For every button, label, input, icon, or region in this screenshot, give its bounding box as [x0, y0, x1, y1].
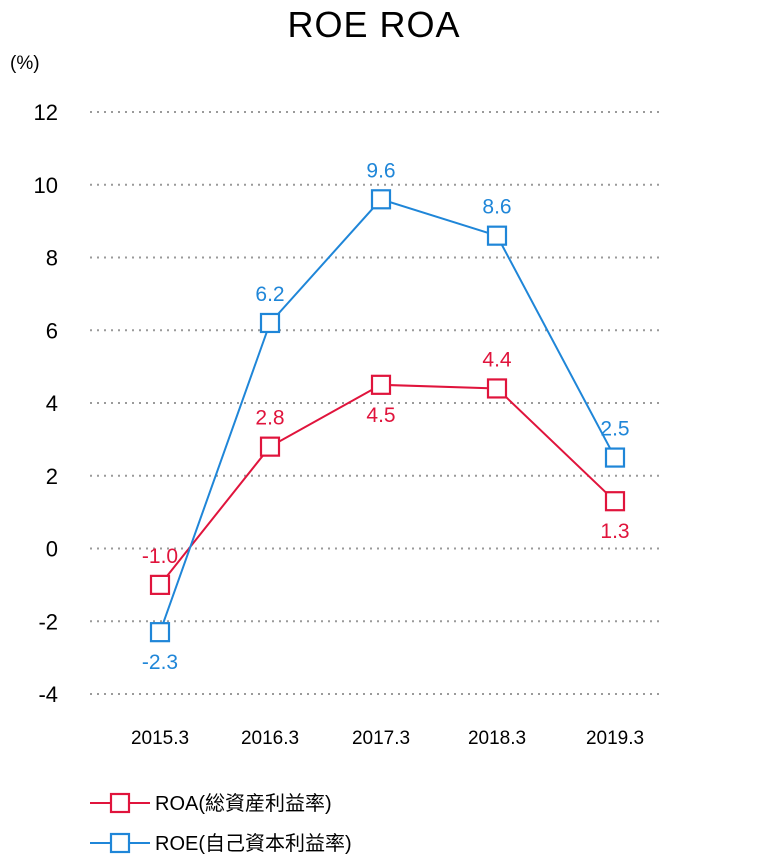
data-point — [370, 374, 392, 395]
legend-item-roe: ROE(自己資本利益率) — [90, 832, 352, 855]
data-point — [149, 574, 171, 595]
y-tick-label: -2 — [38, 609, 58, 634]
series-layer: -1.0 2.8 4.5 4.4 1.3 -2.3 6.2 9.6 8.6 2.5 — [142, 159, 630, 674]
data-label: 2.5 — [600, 418, 629, 441]
data-label: 4.4 — [482, 348, 512, 371]
chart-title: ROE ROA — [287, 4, 460, 45]
series-roe: -2.3 6.2 9.6 8.6 2.5 — [142, 159, 630, 674]
data-label: -2.3 — [142, 651, 178, 674]
x-tick-label: 2019.3 — [586, 728, 644, 749]
x-tick-label: 2017.3 — [352, 728, 410, 749]
data-point — [149, 622, 171, 643]
legend-marker — [109, 792, 131, 814]
y-tick-label: 0 — [46, 537, 58, 562]
data-label: 6.2 — [255, 283, 284, 306]
data-point — [486, 225, 508, 246]
y-unit-label: (%) — [10, 53, 40, 74]
y-tick-label: 6 — [46, 318, 58, 343]
data-label: 4.5 — [366, 404, 395, 427]
data-point — [370, 189, 392, 210]
x-tick-label: 2018.3 — [468, 728, 526, 749]
x-axis-ticks: 2015.3 2016.3 2017.3 2018.3 2019.3 — [131, 728, 644, 749]
y-tick-label: 2 — [46, 464, 58, 489]
data-point — [604, 447, 626, 468]
data-point — [604, 491, 626, 512]
y-tick-label: 4 — [46, 391, 58, 416]
data-label: 1.3 — [600, 520, 629, 543]
y-tick-label: -4 — [38, 682, 58, 707]
y-axis-ticks: 12 10 8 6 4 2 0 -2 -4 — [34, 100, 58, 707]
data-label: 9.6 — [366, 159, 395, 182]
y-tick-label: 10 — [34, 173, 58, 198]
data-point — [259, 312, 281, 334]
x-tick-label: 2015.3 — [131, 728, 189, 749]
y-tick-label: 8 — [46, 246, 58, 271]
data-label: 8.6 — [482, 196, 511, 219]
data-label: 2.8 — [255, 407, 284, 430]
data-point — [259, 436, 281, 457]
legend: ROA(総資産利益率) ROE(自己資本利益率) — [90, 792, 352, 855]
data-label: -1.0 — [142, 545, 178, 568]
x-tick-label: 2016.3 — [241, 728, 299, 749]
legend-label: ROA(総資産利益率) — [155, 792, 332, 815]
legend-item-roa: ROA(総資産利益率) — [90, 792, 332, 815]
data-point — [486, 378, 508, 399]
series-roa: -1.0 2.8 4.5 4.4 1.3 — [142, 348, 630, 595]
legend-label: ROE(自己資本利益率) — [155, 832, 352, 855]
legend-marker — [109, 832, 131, 854]
y-tick-label: 12 — [34, 100, 58, 125]
